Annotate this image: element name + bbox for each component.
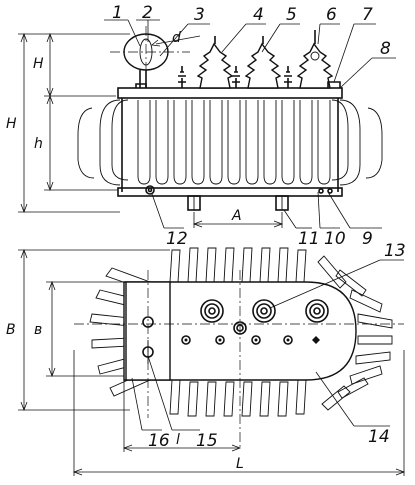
hv-bushing-top-3 [305,299,329,323]
lv-bushings-top [181,335,320,345]
dim-A: A [231,208,242,224]
grounding-terminal [145,185,155,195]
dim-d: d [172,30,181,46]
hv-bushing-top-1 [200,299,224,323]
callout-15: 15 [196,431,218,451]
callout-6: 6 [326,5,337,25]
callout-labels: 1 2 3 4 5 6 7 8 9 10 11 12 13 14 15 16 [112,3,406,451]
dim-B: B [6,322,16,338]
callout-5: 5 [286,5,297,25]
dimensions-front [18,32,284,228]
roller-right [275,195,289,211]
dim-L: L [236,456,244,472]
dim-h: h [34,136,43,152]
lv-bushings [178,66,292,88]
dimension-labels: H H h d A B в l L [6,30,244,472]
callout-13: 13 [384,241,406,261]
front-view [18,19,396,229]
leaders-top [131,259,404,431]
tank-base [117,187,343,197]
roller-left [187,195,201,211]
dim-b: в [34,322,42,338]
radiator-fins-front [77,99,383,186]
callout-1: 1 [112,3,123,23]
callout-8: 8 [380,39,391,59]
callout-7: 7 [362,5,373,25]
callout-14: 14 [368,427,390,447]
tube-loops [137,100,331,185]
callout-4: 4 [253,5,264,25]
callout-9: 9 [362,229,373,249]
dim-H-total: H [6,116,17,132]
leaders-front [104,19,396,229]
hv-bushing-1 [196,36,234,89]
dimensions-top [18,248,406,476]
hv-bushing-top-2 [252,299,276,323]
tank-lid [117,87,343,99]
dim-H-top: H [33,56,44,72]
conservator [110,26,190,88]
callout-3: 3 [194,5,205,25]
hv-bushing-2 [244,36,282,89]
callout-16: 16 [148,431,170,451]
callout-2: 2 [142,3,153,23]
callout-12: 12 [166,229,188,249]
hv-bushing-3 [296,30,334,89]
callout-10: 10 [324,229,346,249]
dim-l: l [176,432,180,448]
top-view [18,247,406,476]
callout-11: 11 [298,229,320,249]
